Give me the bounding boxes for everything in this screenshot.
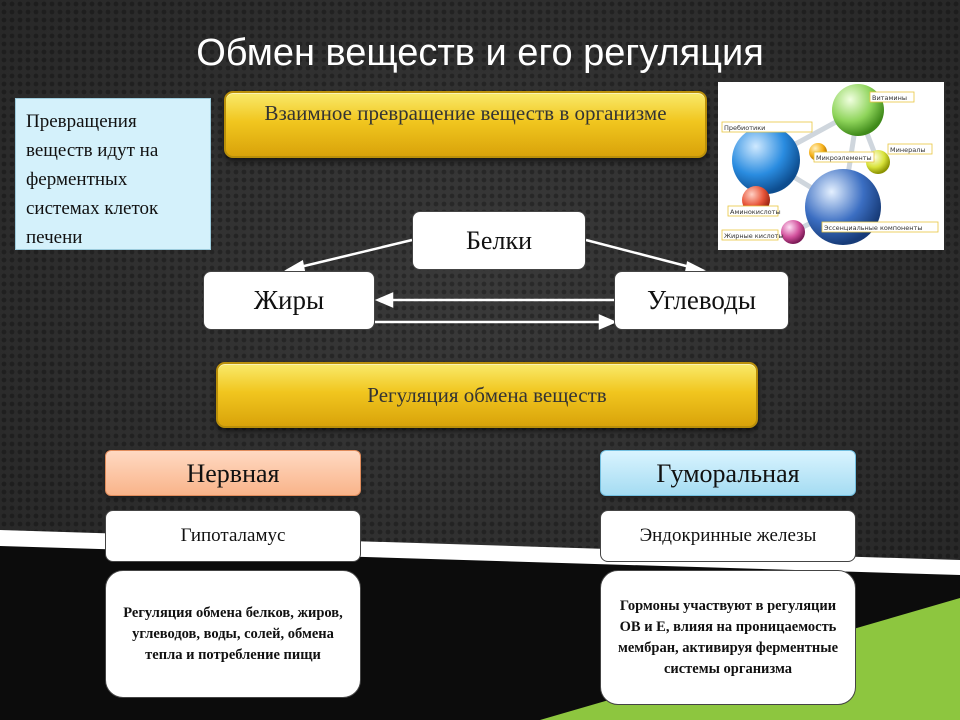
nervous-organ: Гипоталамус bbox=[105, 510, 361, 562]
label-aminoacids: Аминокислоты bbox=[730, 208, 781, 216]
label-vitamins: Витамины bbox=[872, 94, 907, 102]
label-essential-components: Эссенциальные компоненты bbox=[824, 224, 922, 232]
humoral-header: Гуморальная bbox=[600, 450, 856, 496]
regulation-banner: Регуляция обмена веществ bbox=[216, 362, 758, 428]
nervous-header: Нервная bbox=[105, 450, 361, 496]
label-prebiotics: Пребиотики bbox=[724, 124, 765, 132]
slide-title: Обмен веществ и его регуляция bbox=[196, 32, 764, 74]
molecule-illustration: Витамины Минералы Микроэлементы Аминокис… bbox=[718, 82, 944, 250]
nervous-description-text: Регуляция обмена белков, жиров, углеводо… bbox=[123, 604, 343, 663]
label-minerals: Минералы bbox=[890, 146, 925, 154]
node-carbs: Углеводы bbox=[614, 271, 789, 330]
humoral-description-text: Гормоны участвуют в регуляции ОВ и Е, вл… bbox=[617, 597, 839, 677]
humoral-description: Гормоны участвуют в регуляции ОВ и Е, вл… bbox=[600, 570, 856, 705]
node-fats: Жиры bbox=[203, 271, 375, 330]
label-microelements: Микроэлементы bbox=[816, 154, 872, 162]
node-proteins: Белки bbox=[412, 211, 586, 270]
nervous-description: Регуляция обмена белков, жиров, углеводо… bbox=[105, 570, 361, 698]
interconversion-banner: Взаимное превращение веществ в организме bbox=[224, 91, 707, 158]
humoral-organ: Эндокринные железы bbox=[600, 510, 856, 562]
liver-note: Превращения веществ идут на ферментных с… bbox=[15, 98, 211, 250]
label-fatty-acids: Жирные кислоты bbox=[724, 232, 784, 240]
